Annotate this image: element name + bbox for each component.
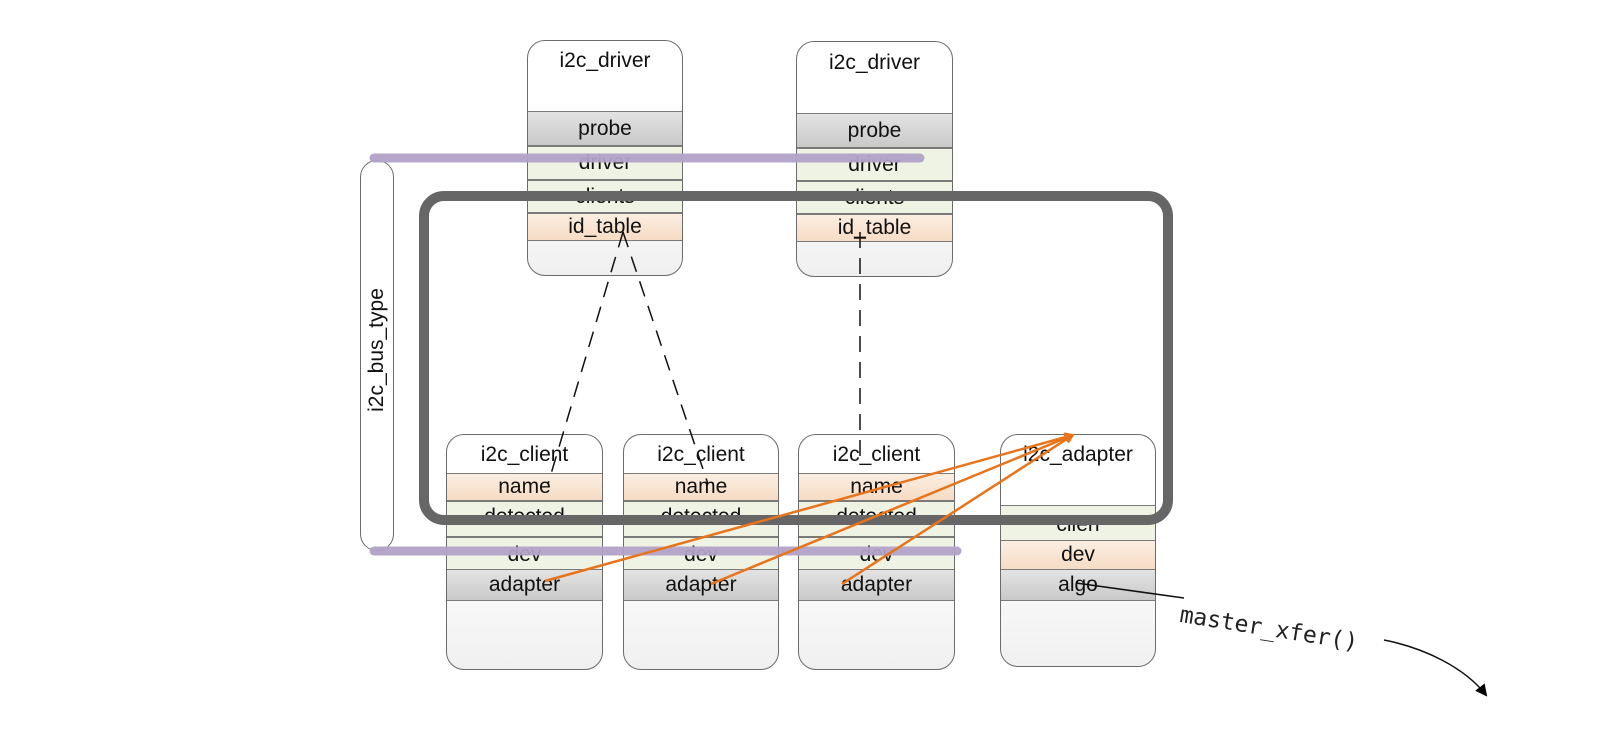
driver-field-clients: clients [797, 181, 952, 214]
master-xfer-label: master_xfer() [1177, 602, 1360, 656]
driver-card-2: i2c_driver probe driver clients id_table [796, 41, 953, 277]
bus-type-label: i2c_bus_type [365, 288, 388, 412]
adapter-field-algo: algo [1001, 569, 1155, 601]
client-field-adapter: adapter [447, 569, 602, 601]
client-field-adapter: adapter [624, 569, 778, 601]
client-title: i2c_client [480, 443, 569, 466]
client-field-detected: detected [799, 501, 954, 537]
driver-field-id-table: id_table [797, 214, 952, 242]
driver-field-id-table: id_table [528, 213, 682, 241]
driver-field-driver: driver [528, 146, 682, 180]
client-field-detected: detected [624, 501, 778, 537]
client-field-name: name [799, 473, 954, 501]
driver-card-1: i2c_driver probe driver clients id_table [527, 40, 683, 276]
client-card-2: i2c_client name detected dev adapter [623, 434, 779, 670]
client-title: i2c_client [657, 443, 745, 466]
client-card-3: i2c_client name detected dev adapter [798, 434, 955, 670]
client-field-detected: detected [447, 501, 602, 537]
bus-type-box [360, 160, 394, 551]
client-title: i2c_client [832, 443, 921, 466]
client-field-name: name [624, 473, 778, 501]
driver-field-driver: driver [797, 148, 952, 181]
driver-title: i2c_driver [828, 51, 921, 74]
client-card-1: i2c_client name detected dev adapter [446, 434, 603, 670]
adapter-card: i2c_adapter clien dev algo [1000, 434, 1156, 667]
driver-title: i2c_driver [559, 49, 651, 72]
driver-field-probe: probe [797, 113, 952, 148]
client-field-dev: dev [624, 537, 778, 571]
client-field-name: name [447, 473, 602, 501]
master-xfer-arrow [1383, 639, 1488, 697]
client-field-adapter: adapter [799, 569, 954, 601]
driver-field-clients: clients [528, 180, 682, 213]
adapter-title: i2c_adapter [1023, 443, 1133, 466]
adapter-field-dev: dev [1001, 540, 1155, 570]
adapter-field-clien: clien [1001, 505, 1155, 541]
client-field-dev: dev [799, 537, 954, 571]
driver-field-probe: probe [528, 111, 682, 146]
bus-type-label-wrap: i2c_bus_type [360, 288, 394, 412]
client-field-dev: dev [447, 537, 602, 571]
